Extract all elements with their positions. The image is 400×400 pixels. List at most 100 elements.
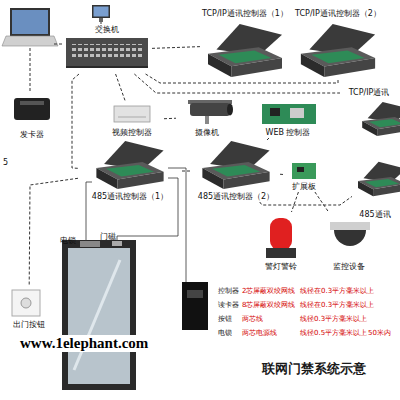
usb-wire [30, 48, 31, 92]
device-node: 监控设备 [322, 212, 376, 272]
network-wire [54, 44, 62, 45]
alarm-base [266, 248, 296, 258]
expansion-board-icon [292, 163, 316, 179]
card-reader-panel [187, 290, 203, 298]
table-cell: 电锁 [218, 330, 232, 338]
switch-edge [66, 66, 148, 68]
electric-lock [80, 241, 100, 247]
controller-icon [301, 24, 375, 77]
part-name: 电锁 [60, 237, 76, 246]
label-slot: 50米内 [368, 320, 391, 339]
video-controller-detail [118, 117, 146, 118]
chip [297, 167, 304, 172]
dome-base [330, 222, 370, 230]
network-connector [267, 138, 269, 140]
label-slot: 8芯屏蔽双绞网线 [242, 292, 295, 311]
device-label: 出门按钮 [13, 321, 45, 330]
device-label: 视频控制器 [112, 129, 152, 138]
device-node: 发卡器 [6, 92, 58, 140]
device-label: 485通讯控制器（1） [92, 193, 168, 202]
device-node: WEB 控制器 [252, 100, 324, 138]
table-cell: 两芯线 [242, 316, 263, 324]
laptop-screen [10, 8, 50, 36]
device-node: 485通讯控制器（1） [78, 140, 182, 202]
monitor-frame [92, 5, 110, 18]
controller-icon [96, 141, 163, 189]
monitor-icon [92, 5, 110, 22]
camera-lens [227, 104, 233, 116]
network-connector [134, 74, 340, 93]
camera-bracket [205, 116, 209, 124]
label-slot: 线径0.5平方毫米以上 [300, 320, 367, 339]
device-node: TCP/IP通讯控制器（2） [292, 10, 384, 80]
network-connector [152, 47, 200, 49]
device-label: 交换机 [95, 26, 119, 35]
device-node: 扩展板 [284, 160, 324, 192]
title-slot: 联网门禁系统示意 [262, 358, 366, 377]
table-cell: 8芯屏蔽双绞网线 [242, 302, 295, 310]
watermark: www.1elephant.com [18, 335, 150, 352]
label-slot: 门磁 [100, 224, 116, 243]
web-controller-icon [262, 104, 316, 124]
label-slot: 2芯屏蔽双绞网线 [242, 278, 295, 297]
device-label: 扩展板 [292, 183, 316, 192]
label-slot: 两芯电源线 [242, 320, 277, 339]
controller-icon [208, 24, 282, 77]
door-magnet [112, 241, 122, 246]
part-name: 门磁 [100, 233, 116, 242]
device-label: 485通讯 [359, 211, 390, 220]
device-label: 监控设备 [333, 263, 365, 272]
label-slot: 线径在0.3平方毫米以上 [300, 292, 374, 311]
lock-wire [86, 182, 92, 241]
laptop-icon [2, 8, 58, 46]
device-label: TCP/IP通讯控制器（2） [295, 10, 381, 19]
device-node: 交换机 [62, 26, 152, 74]
device-node: TCP/IP通讯控制器（1） [200, 10, 290, 80]
device-label: WEB 控制器 [266, 129, 311, 138]
card-issuer-icon [14, 98, 50, 120]
network-connector [164, 118, 176, 119]
exit-button-icon [12, 290, 40, 316]
device-label: 485通讯控制器（2） [198, 193, 274, 202]
card-slot [20, 101, 44, 105]
laptop-display [12, 10, 48, 34]
table-cell: 线径在0.3平方毫米以上 [300, 302, 374, 310]
network-connector [315, 192, 329, 212]
switch-ports [70, 44, 144, 59]
table-cell: 读卡器 [218, 302, 239, 310]
chip [270, 108, 280, 116]
glass-reflection [74, 260, 120, 370]
label-slot: 两芯线 [242, 306, 263, 325]
door-glass [68, 248, 130, 384]
camera-body [190, 103, 230, 116]
controller-icon [362, 102, 400, 136]
network-connector [291, 192, 298, 212]
controller-icon [358, 162, 400, 196]
table-cell: 2芯屏蔽双绞网线 [242, 288, 295, 296]
network-connector [29, 178, 78, 286]
diagram-title: 联网门禁系统示意 [262, 361, 366, 376]
device-label: 摄像机 [195, 129, 219, 138]
network-connector [72, 74, 79, 168]
device-label: TCP/IP通讯 [349, 89, 390, 98]
switch-icon [66, 38, 148, 68]
device-node: 摄像机 [176, 96, 238, 138]
part-name: 5 [3, 159, 8, 168]
switch-body [66, 38, 148, 68]
laptop-base [2, 36, 58, 46]
door-icon [62, 240, 136, 390]
label-slot: 控制器 [218, 278, 239, 297]
monitor-display [94, 7, 109, 17]
table-cell: 两芯电源线 [242, 330, 277, 338]
device-label: 发卡器 [20, 131, 44, 140]
label-slot: 5 [3, 150, 8, 169]
table-cell: 线径在0.3平方毫米以上 [300, 288, 374, 296]
device-node: TCP/IP通讯 [340, 86, 398, 100]
label-slot: www.1elephant.com [18, 333, 150, 352]
reader-wire [168, 168, 186, 282]
table-cell: 控制器 [218, 288, 239, 296]
device-node: 485通讯 [352, 140, 398, 220]
table-cell: 线径0.5平方毫米以上 [300, 330, 367, 338]
label-slot: 线径0.3平方毫米以上 [300, 306, 367, 325]
